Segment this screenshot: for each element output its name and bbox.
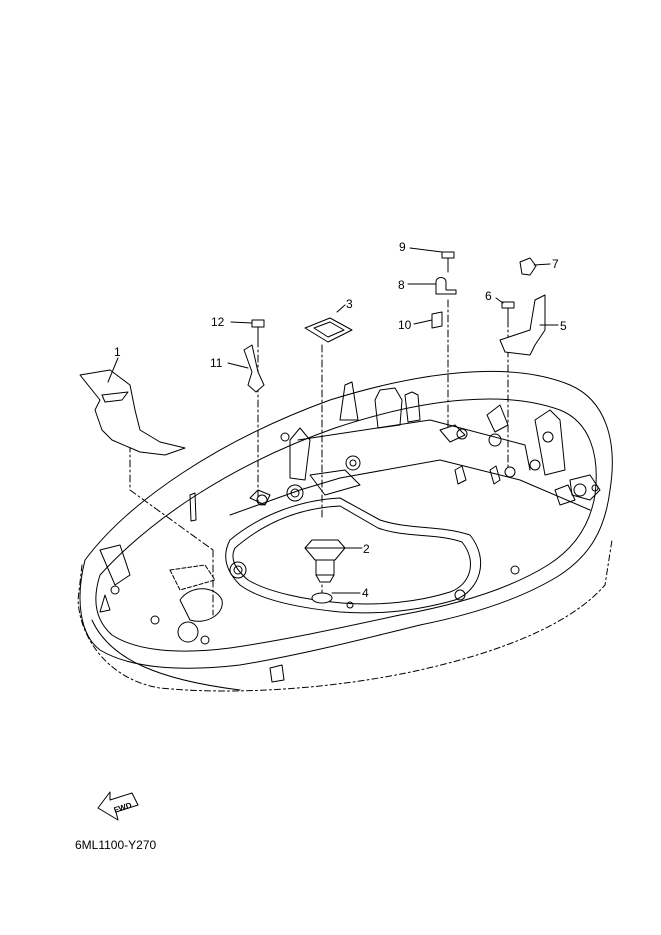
bottom-cowling [77,370,613,692]
callout-9: 9 [399,240,406,254]
callout-1: 1 [114,345,121,359]
part-1-slot [101,391,129,403]
callout-4: 4 [362,586,369,600]
callout-12: 12 [211,315,225,329]
part-2-grommet [304,539,346,583]
part-6-bolt [501,301,515,323]
callout-3: 3 [346,297,353,311]
callout-6: 6 [485,289,492,303]
callout-leaders [107,247,559,594]
part-3-seal [304,317,353,343]
part-11-holder [243,344,265,393]
diagram-code: 6ML1100-Y270 [75,838,157,852]
cowling-details [99,381,601,683]
part-7-nut [519,257,537,276]
part-12-bolt [251,319,265,341]
fwd-arrow-icon [97,791,139,821]
callout-10: 10 [398,318,412,332]
inner-cavity [225,497,482,614]
callout-8: 8 [398,278,405,292]
part-5-bracket [499,294,546,356]
part-8-clamp [435,277,457,295]
callout-11: 11 [210,356,223,370]
callout-2: 2 [363,542,370,556]
callout-5: 5 [560,319,567,333]
part-9-bolt [441,251,455,273]
part-1-plate [79,369,186,456]
callout-7: 7 [552,257,559,271]
part-10-cap [431,311,443,329]
part-4-clip [311,592,333,604]
